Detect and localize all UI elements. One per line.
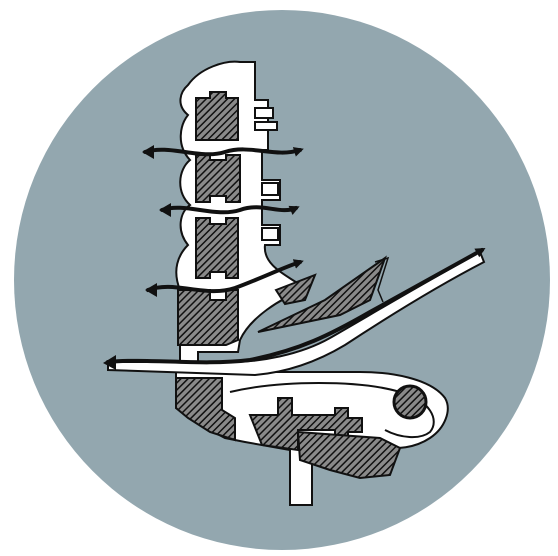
block-1 bbox=[196, 92, 238, 140]
block-3 bbox=[196, 218, 238, 278]
block-2 bbox=[196, 155, 240, 202]
fixture-1 bbox=[255, 108, 273, 118]
fixture-2 bbox=[255, 122, 277, 130]
block-4 bbox=[178, 290, 238, 345]
circular-feature bbox=[394, 386, 426, 418]
fixture-3 bbox=[262, 183, 278, 195]
fixture-4 bbox=[262, 228, 278, 240]
